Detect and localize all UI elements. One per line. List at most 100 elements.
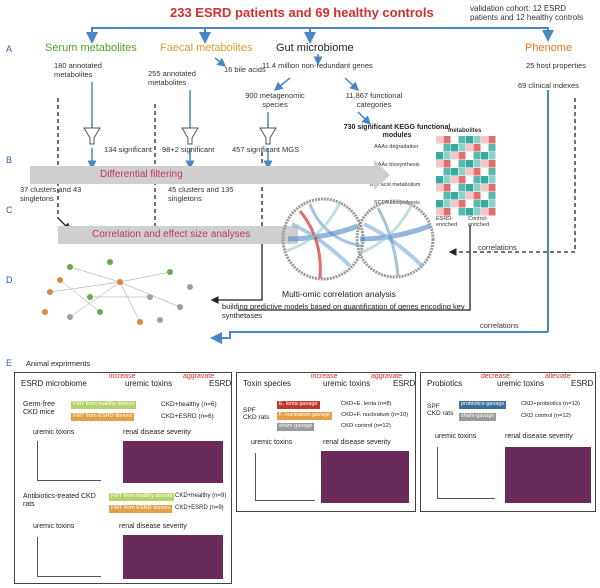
heatmap-cell (473, 192, 481, 200)
network-node (87, 294, 93, 300)
box1-fmt-esrd2: FMT from ESRD donors (109, 505, 172, 513)
box2-renal: renal disease severity (323, 439, 391, 446)
box3-renal: renal disease severity (505, 433, 573, 440)
predictive-label: building predictive models based on quan… (222, 302, 465, 320)
heatmap-cell (466, 144, 473, 152)
heatmap-cell (443, 152, 451, 160)
heatmap-cell (436, 144, 443, 152)
box2-r1: CKD+E. lenta (n=8) (341, 401, 392, 407)
heatmap-cell (443, 144, 451, 152)
box1-flow-source: ESRD microbiome (21, 379, 87, 388)
box1-histology (123, 441, 223, 483)
correlations-label-1: correlations (478, 243, 517, 252)
heatmap-cell (488, 160, 496, 168)
network-node (57, 277, 63, 283)
heatmap-cell (466, 168, 473, 176)
box1-res4: CKD+ESRD (n=9) (175, 505, 224, 511)
band-correlation-label: Correlation and effect size analyses (92, 229, 251, 240)
faecal-clusters: 45 clusters and 135 singletons (168, 185, 234, 203)
box3-flow-alleviate: alleviate (545, 373, 571, 380)
heatmap-cell (488, 184, 496, 192)
heatmap-cell (451, 144, 458, 152)
heatmap-cell (436, 208, 443, 216)
network-node (167, 269, 173, 275)
heatmap-cell (458, 208, 466, 216)
box1-renal2: renal disease severity (119, 523, 187, 530)
gut-kegg: 730 significant KEGG functional modules (343, 124, 451, 140)
heatmap-cell (443, 184, 451, 192)
network-node (42, 309, 48, 315)
heatmap-col: ESRD-enriched (436, 216, 458, 229)
heatmap-title: metabolites (448, 128, 482, 134)
heatmap-cell (488, 144, 496, 152)
correlations-label-2: correlations (480, 321, 519, 330)
category-gut: Gut microbiome (276, 42, 354, 54)
heatmap-cell (451, 176, 458, 184)
serum-clusters: 37 clusters and 43 singletons (20, 185, 82, 203)
phenome-host: 25 host properties (526, 61, 587, 70)
faecal-bile-acids: 16 bile acids (224, 65, 266, 74)
heatmap-cell (443, 168, 451, 176)
category-serum: Serum metabolites (45, 42, 137, 54)
heatmap-cell (466, 208, 473, 216)
heatmap-cell (458, 144, 466, 152)
page-title: 233 ESRD patients and 69 healthy control… (170, 5, 434, 20)
box3-flow-source: Probiotics (427, 379, 463, 388)
box2-uremic: uremic toxins (251, 439, 293, 446)
box3-flow-toxins: uremic toxins (497, 379, 545, 388)
letter-c: C (6, 205, 13, 215)
heatmap-cell (488, 176, 496, 184)
heatmap-cell (451, 136, 458, 144)
heatmap-cell (443, 136, 451, 144)
box1-fmt-healthy: FMT from healthy donors (71, 401, 137, 409)
faecal-significant: 98+2 significant (162, 145, 215, 154)
heatmap-cell (436, 176, 443, 184)
box3-spf: SPF CKD rats (427, 403, 454, 418)
heatmap-cell (481, 208, 488, 216)
box1-fmt-esrd: FMT from ESRD donors (71, 413, 134, 421)
heatmap-cell (443, 200, 451, 208)
letter-e: E (6, 358, 13, 368)
heatmap-cell (481, 192, 488, 200)
band-filtering-arrow (360, 160, 390, 190)
correlation-network (42, 259, 193, 325)
heatmap-cell (466, 152, 473, 160)
heatmap-cell (436, 200, 443, 208)
box1-uremic2: uremic toxins (33, 523, 75, 530)
serum-significant: 134 significant (104, 145, 152, 154)
box1-uremic-chart2 (37, 537, 101, 577)
band-filtering-label: Differential filtering (100, 169, 183, 180)
multiomic-label: Multi-omic correlation analysis (282, 289, 396, 299)
box2-r3: CKD control (n=12) (341, 423, 391, 429)
heatmap-cell (481, 176, 488, 184)
heatmap-cell (466, 200, 473, 208)
heatmap-cell (481, 168, 488, 176)
box2-gavage-sham: sham-gavage (277, 423, 315, 431)
heatmap-cell (473, 176, 481, 184)
network-node (67, 314, 73, 320)
heatmap-cell (488, 200, 496, 208)
box1-res2: CKD+ESRD (n=6) (161, 413, 214, 420)
gut-mgs: 457 significant MGS (232, 145, 300, 154)
box1-flow-aggravate: aggravate (183, 373, 215, 380)
kegg-heatmap: metabolites AAAs degradation AAAs biosyn… (370, 128, 502, 229)
heatmap-cell (451, 168, 458, 176)
heatmap-cell (481, 200, 488, 208)
box3-r2: CKD control (n=12) (521, 413, 571, 419)
gut-functional: 11,867 functional categories (345, 91, 403, 109)
box3-uremic: uremic toxins (435, 433, 477, 440)
box1-histology2 (123, 535, 223, 579)
validation-cohort: validation cohort: 12 ESRD patients and … (470, 4, 583, 23)
box2-flow-toxins: uremic toxins (323, 379, 371, 388)
heatmap-cell (443, 208, 451, 216)
heatmap-cell (466, 192, 473, 200)
phenome-clinical: 69 clinical indexes (518, 81, 579, 90)
box2-gavage-elenta: E. lenta-gavage (277, 401, 320, 409)
box2-uremic-chart (255, 453, 315, 501)
heatmap-cell (466, 176, 473, 184)
experiment-box-esrd-microbiome: ESRD microbiome increase uremic toxins a… (14, 372, 232, 584)
heatmap-cell (481, 144, 488, 152)
animal-header: Animal exprirments (26, 359, 91, 368)
heatmap-cell (473, 152, 481, 160)
heatmap-cell (458, 152, 466, 160)
